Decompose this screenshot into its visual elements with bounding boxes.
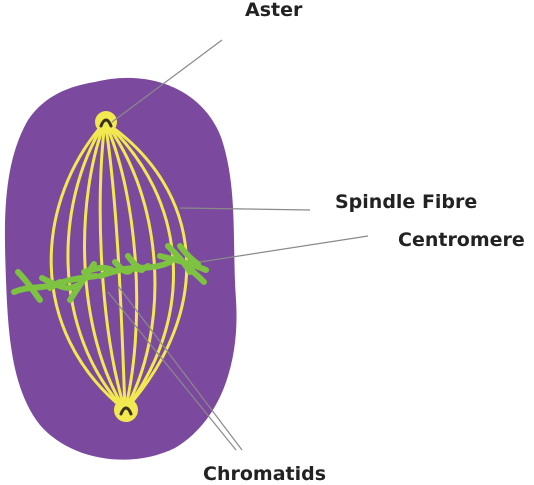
leader-line-chromatids-1 [117,285,243,451]
aster-bottom [114,398,138,422]
chromatid [183,263,207,285]
leader-lines [107,39,369,451]
leader-line-spindle-fibre [179,207,311,211]
chromatids-label: Chromatids [203,463,327,485]
spindle-fibre [83,120,127,412]
leader-line-chromatids-2 [107,291,237,451]
spindle-fibre [49,120,127,412]
aster-top [95,111,117,133]
chromatid [81,264,115,275]
chromatid [135,259,173,271]
chromatid [47,273,99,291]
spindle-fibre [66,120,127,412]
chromosomes [11,243,209,303]
leader-line-centromere [199,235,369,263]
spindle-fibre-label: Spindle Fibre [335,191,478,213]
chromatid [15,269,43,303]
aster-label: Aster [245,0,303,21]
centromere-label: Centromere [398,229,525,251]
chromatid [177,243,201,267]
chromatid [112,259,135,275]
leader-line-aster [111,39,223,123]
